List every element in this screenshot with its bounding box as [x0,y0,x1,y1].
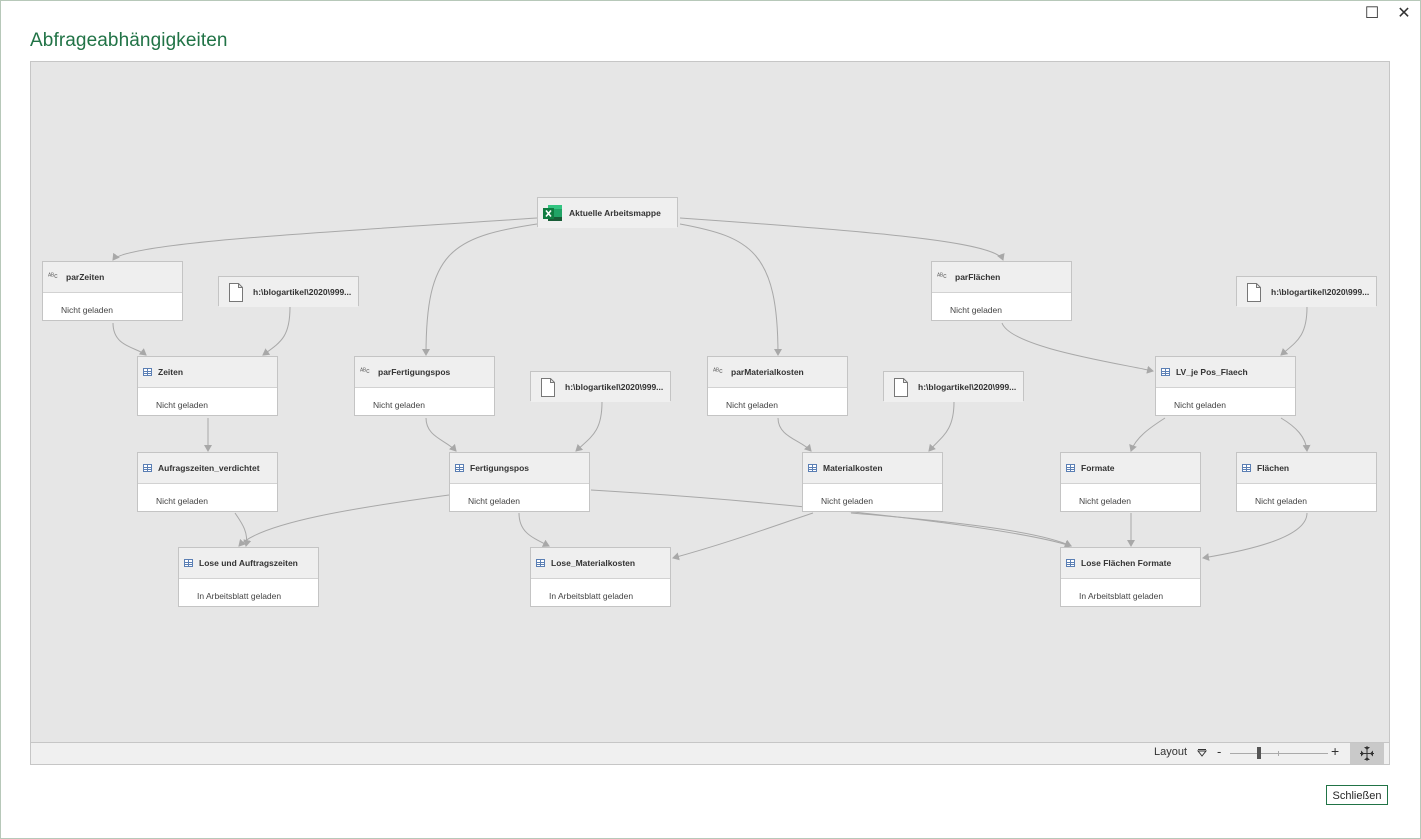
node-label: parFertigungspos [378,367,451,377]
node-label: Flächen [1257,463,1290,473]
node-status: Nicht geladen [156,496,208,506]
node-parzeiten[interactable]: ᴬᴮc parZeiten Nicht geladen [42,261,183,321]
node-label: Zeiten [158,367,184,377]
node-status: Nicht geladen [1079,496,1131,506]
dependency-edges [112,217,1311,561]
zoom-slider-center-tick [1278,751,1279,756]
node-status: Nicht geladen [950,305,1002,315]
node-status: Nicht geladen [726,400,778,410]
node-file-source-4[interactable]: h:\blogartikel\2020\999... [883,371,1024,402]
zoom-in-button[interactable]: + [1331,743,1340,759]
document-icon [1247,282,1261,302]
node-status: Nicht geladen [468,496,520,506]
node-zeiten[interactable]: Zeiten Nicht geladen [137,356,278,416]
parameter-icon: ᴬᴮc [48,272,58,280]
fit-to-screen-button[interactable] [1350,743,1384,764]
node-status: Nicht geladen [156,400,208,410]
node-file-source-3[interactable]: h:\blogartikel\2020\999... [530,371,671,402]
node-label: parZeiten [66,272,105,282]
table-icon [808,464,817,472]
node-label: h:\blogartikel\2020\999... [1271,287,1370,297]
parameter-icon: ᴬᴮc [360,367,370,375]
node-label: h:\blogartikel\2020\999... [565,382,664,392]
table-icon [143,464,152,472]
node-label: Lose Flächen Formate [1081,558,1172,568]
node-label: Formate [1081,463,1115,473]
node-parflaechen[interactable]: ᴬᴮc parFlächen Nicht geladen [931,261,1072,321]
node-file-source-1[interactable]: h:\blogartikel\2020\999... [218,276,359,307]
node-label: Lose_Materialkosten [551,558,636,568]
node-status: Nicht geladen [61,305,113,315]
table-icon [184,559,193,567]
node-fertigungspos[interactable]: Fertigungspos Nicht geladen [449,452,590,512]
node-status: Nicht geladen [373,400,425,410]
close-button[interactable]: Schließen [1326,785,1388,805]
table-icon [1066,464,1075,472]
table-icon [1242,464,1251,472]
node-status: Nicht geladen [821,496,873,506]
layout-dropdown-label[interactable]: Layout [1154,746,1188,758]
node-flaechen[interactable]: Flächen Nicht geladen [1236,452,1377,512]
table-icon [536,559,545,567]
parameter-icon: ᴬᴮc [713,367,723,375]
zoom-slider-track[interactable] [1230,753,1328,754]
node-file-source-2[interactable]: h:\blogartikel\2020\999... [1236,276,1377,307]
node-label: Aufragszeiten_verdichtet [158,463,260,473]
excel-icon [543,205,562,221]
node-status: In Arbeitsblatt geladen [1079,591,1164,601]
node-formate[interactable]: Formate Nicht geladen [1060,452,1201,512]
node-parmaterialkosten[interactable]: ᴬᴮc parMaterialkosten Nicht geladen [707,356,848,416]
node-status: In Arbeitsblatt geladen [197,591,282,601]
node-materialkosten[interactable]: Materialkosten Nicht geladen [802,452,943,512]
node-aufragszeiten-verdichtet[interactable]: Aufragszeiten_verdichtet Nicht geladen [137,452,278,512]
node-label: Fertigungspos [470,463,530,473]
node-label: LV_je Pos_Flaech [1176,367,1248,377]
chevron-down-icon[interactable] [1197,748,1207,758]
node-lose-flaechen-formate[interactable]: Lose Flächen Formate In Arbeitsblatt gel… [1060,547,1201,607]
node-lose-materialkosten[interactable]: Lose_Materialkosten In Arbeitsblatt gela… [530,547,671,607]
maximize-button[interactable]: ☐ [1364,5,1380,22]
dependency-canvas[interactable]: Aktuelle Arbeitsmappe ᴬᴮc parZeiten Nicht… [30,61,1390,743]
node-label: parFlächen [955,272,1001,282]
node-lv-je-pos-flaech[interactable]: LV_je Pos_Flaech Nicht geladen [1155,356,1296,416]
document-icon [541,377,555,397]
parameter-icon: ᴬᴮc [937,272,947,280]
document-icon [894,377,908,397]
dialog-title: Abfrageabhängigkeiten [30,30,228,51]
node-status: In Arbeitsblatt geladen [549,591,634,601]
node-label: parMaterialkosten [731,367,804,377]
table-icon [1066,559,1075,567]
zoom-out-button[interactable]: - [1217,744,1222,759]
table-icon [143,368,152,376]
table-icon [455,464,464,472]
node-status: Nicht geladen [1255,496,1307,506]
node-label: Aktuelle Arbeitsmappe [569,208,661,218]
node-aktuelle-arbeitsmappe[interactable]: Aktuelle Arbeitsmappe [537,197,678,228]
fit-to-screen-icon [1360,746,1374,761]
node-label: Lose und Auftragszeiten [199,558,298,568]
table-icon [1161,368,1170,376]
node-label: h:\blogartikel\2020\999... [253,287,352,297]
zoom-slider-thumb[interactable] [1257,747,1261,759]
node-label: h:\blogartikel\2020\999... [918,382,1017,392]
node-parfertigungspos[interactable]: ᴬᴮc parFertigungspos Nicht geladen [354,356,495,416]
node-status: Nicht geladen [1174,400,1226,410]
node-label: Materialkosten [823,463,883,473]
document-icon [229,282,243,302]
canvas-toolbar: Layout - + [30,742,1390,765]
node-lose-und-auftragszeiten[interactable]: Lose und Auftragszeiten In Arbeitsblatt … [178,547,319,607]
close-window-button[interactable]: ✕ [1397,5,1411,22]
